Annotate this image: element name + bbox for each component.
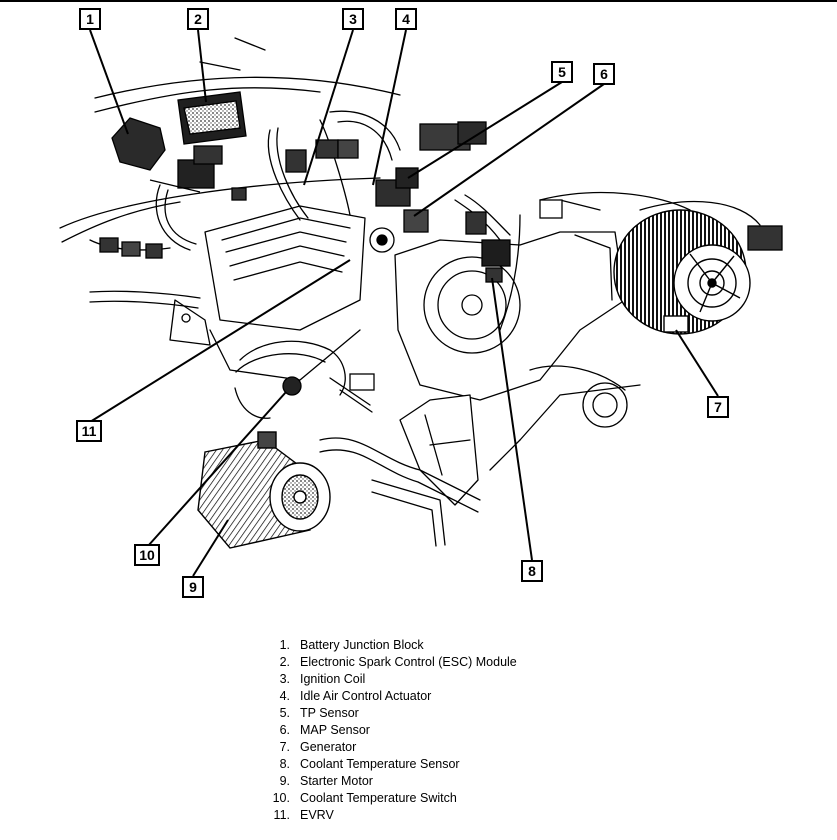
legend-item: 7. Generator: [258, 739, 638, 756]
legend-label: Battery Junction Block: [300, 638, 424, 652]
component-legend: 1. Battery Junction Block 2. Electronic Sp…: [258, 637, 638, 824]
callout-6: 6: [593, 63, 615, 85]
callout-4: 4: [395, 8, 417, 30]
legend-number: 3.: [279, 672, 290, 686]
legend-number: 6.: [279, 723, 290, 737]
legend-number: 1.: [279, 638, 290, 652]
legend-label: TP Sensor: [300, 706, 359, 720]
legend-item: 2. Electronic Spark Control (ESC) Module: [258, 654, 638, 671]
legend-number: 2.: [279, 655, 290, 669]
callout-1: 1: [79, 8, 101, 30]
legend-number: 7.: [279, 740, 290, 754]
callout-10: 10: [134, 544, 160, 566]
legend-item: 11. EVRV: [258, 807, 638, 824]
legend-label: Starter Motor: [300, 774, 373, 788]
callout-3: 3: [342, 8, 364, 30]
legend-number: 11.: [273, 808, 290, 822]
legend-number: 10.: [272, 791, 290, 805]
callout-9: 9: [182, 576, 204, 598]
legend-label: Ignition Coil: [300, 672, 366, 686]
legend-item: 5. TP Sensor: [258, 705, 638, 722]
top-border-line: [0, 0, 837, 2]
legend-item: 6. MAP Sensor: [258, 722, 638, 739]
legend-number: 5.: [279, 706, 290, 720]
legend-item: 8. Coolant Temperature Sensor: [258, 756, 638, 773]
legend-item: 9. Starter Motor: [258, 773, 638, 790]
callout-7: 7: [707, 396, 729, 418]
callout-8: 8: [521, 560, 543, 582]
callout-5: 5: [551, 61, 573, 83]
legend-label: Electronic Spark Control (ESC) Module: [300, 655, 517, 669]
legend-item: 10. Coolant Temperature Switch: [258, 790, 638, 807]
legend-item: 1. Battery Junction Block: [258, 637, 638, 654]
legend-number: 8.: [279, 757, 290, 771]
legend-item: 4. Idle Air Control Actuator: [258, 688, 638, 705]
legend-label: Idle Air Control Actuator: [300, 689, 432, 703]
legend-number: 4.: [279, 689, 290, 703]
callout-11: 11: [76, 420, 102, 442]
legend-label: Generator: [300, 740, 357, 754]
legend-label: Coolant Temperature Sensor: [300, 757, 460, 771]
engine-component-illustration: [59, 29, 783, 577]
callout-2: 2: [187, 8, 209, 30]
legend-label: MAP Sensor: [300, 723, 370, 737]
legend-label: EVRV: [300, 808, 334, 822]
legend-number: 9.: [279, 774, 290, 788]
legend-label: Coolant Temperature Switch: [300, 791, 457, 805]
legend-item: 3. Ignition Coil: [258, 671, 638, 688]
